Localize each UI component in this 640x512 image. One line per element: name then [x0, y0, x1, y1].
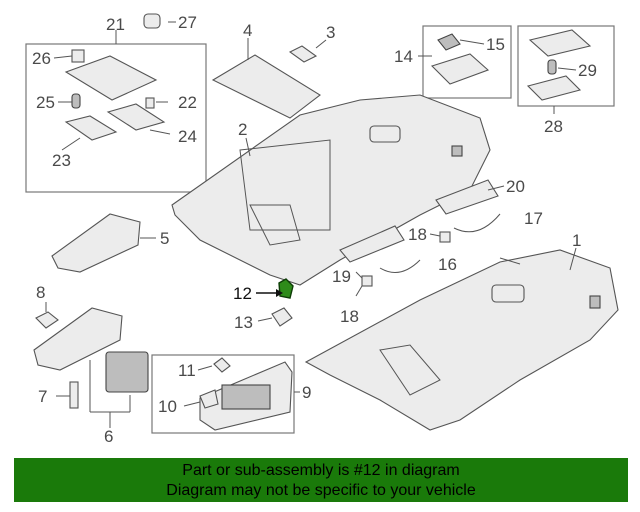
- callout-23: 23: [52, 151, 71, 170]
- part-4-panel: [211, 54, 321, 119]
- part-21-console: [64, 55, 158, 101]
- callout-18-upper: 18: [408, 225, 427, 244]
- callout-16: 16: [438, 255, 457, 274]
- part-8-clip: [35, 311, 59, 329]
- part-29-bulb: [547, 59, 557, 75]
- callout-29: 29: [578, 61, 597, 80]
- callout-24: 24: [178, 127, 197, 146]
- callout-22: 22: [178, 93, 197, 112]
- callout-3: 3: [326, 23, 335, 42]
- part-27-cap: [143, 13, 161, 29]
- callout-2: 2: [238, 120, 247, 139]
- callout-10: 10: [158, 397, 177, 416]
- part-22-screw: [145, 97, 155, 109]
- callout-18-lower: 18: [340, 307, 359, 326]
- callout-26: 26: [32, 49, 51, 68]
- arrowhead-12: [276, 289, 283, 297]
- callout-11: 11: [178, 361, 196, 380]
- part-3-bracket: [288, 45, 318, 63]
- part-19-bracket: [339, 225, 405, 263]
- part-10-holder: [199, 389, 219, 409]
- part-17-handle: [453, 213, 501, 233]
- part-25-bulb: [71, 93, 81, 109]
- callout-20: 20: [506, 177, 525, 196]
- parts-diagram: 21 27 4 3 26 25 22 24 23 2 14 15 29 28 2…: [25, 13, 619, 446]
- part-20-bracket: [435, 179, 499, 215]
- callout-4: 4: [243, 21, 252, 40]
- part-11-clip: [213, 357, 231, 373]
- callout-5: 5: [160, 229, 169, 248]
- callout-28: 28: [544, 117, 563, 136]
- callout-13: 13: [234, 313, 253, 332]
- part-18-screw-lower: [361, 275, 373, 287]
- part-18-screw-upper: [439, 231, 451, 243]
- callout-21: 21: [106, 15, 125, 34]
- part-26-clip: [71, 49, 85, 63]
- part-28-lens: [526, 75, 582, 101]
- part-6-module: [105, 351, 149, 393]
- callout-12: 12: [233, 284, 252, 303]
- banner-line-1: Part or sub-assembly is #12 in diagram: [182, 462, 460, 479]
- part-13-cap: [271, 307, 293, 327]
- callout-14: 14: [394, 47, 413, 66]
- callout-27: 27: [178, 13, 197, 32]
- leader-lines: [45, 21, 577, 428]
- callout-8: 8: [36, 283, 45, 302]
- part-5-console: [51, 213, 141, 273]
- callout-17: 17: [524, 209, 543, 228]
- part-14-lamp: [430, 53, 490, 85]
- banner-line-2: Diagram may not be specific to your vehi…: [166, 482, 476, 499]
- part-15-bulb: [437, 33, 461, 51]
- part-7-screw: [69, 381, 79, 409]
- callout-15: 15: [486, 35, 505, 54]
- info-banner: Part or sub-assembly is #12 in diagram D…: [14, 458, 628, 502]
- callout-19: 19: [332, 267, 351, 286]
- callout-6: 6: [104, 427, 113, 446]
- part-9-mirror: [221, 384, 271, 410]
- callout-1: 1: [572, 231, 581, 250]
- part-16-handle: [379, 259, 421, 273]
- part-6-console: [33, 307, 123, 371]
- callout-9: 9: [302, 383, 311, 402]
- part-23-plate: [64, 115, 118, 141]
- part-28-lamp: [528, 29, 592, 57]
- callout-25: 25: [36, 93, 55, 112]
- part-24-lens: [106, 103, 166, 131]
- callout-7: 7: [38, 387, 47, 406]
- headliner-lower: [304, 249, 619, 431]
